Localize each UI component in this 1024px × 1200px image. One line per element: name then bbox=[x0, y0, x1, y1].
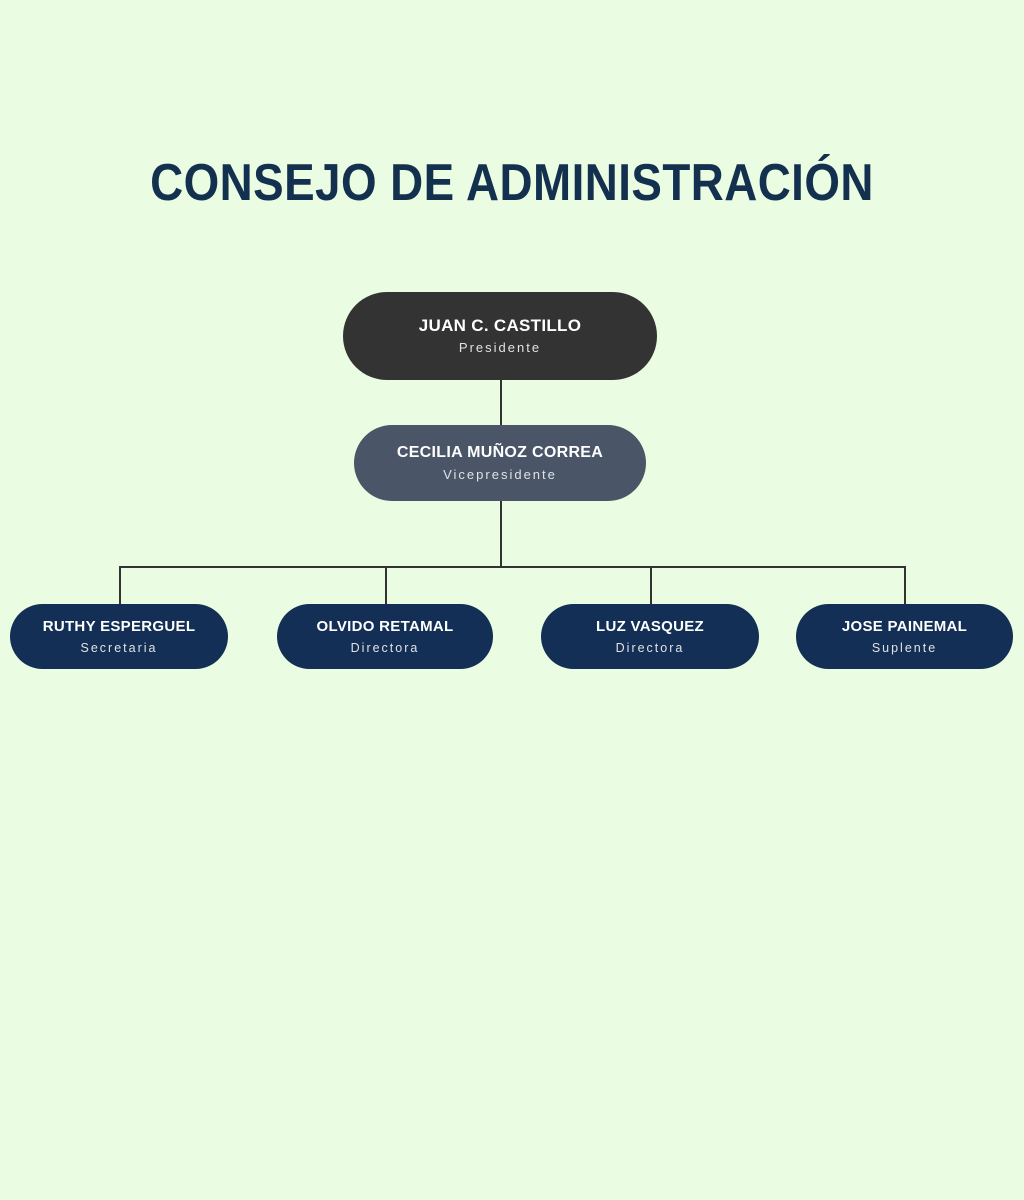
org-node-name: RUTHY ESPERGUEL bbox=[42, 617, 196, 635]
org-node-name: CECILIA MUÑOZ CORREA bbox=[396, 443, 604, 461]
org-node-role: Secretaria bbox=[80, 640, 158, 655]
org-node-role: Directora bbox=[350, 640, 420, 655]
connector-drop-member-3 bbox=[904, 566, 906, 606]
org-node-member-secretaria[interactable]: RUTHY ESPERGUEL Secretaria bbox=[10, 604, 228, 669]
org-node-role: Vicepresidente bbox=[443, 466, 557, 482]
connector-drop-member-0 bbox=[119, 566, 121, 606]
connector-horizontal-bus bbox=[119, 566, 906, 568]
org-node-role: Directora bbox=[615, 640, 685, 655]
connector-president-to-vicepresident bbox=[500, 380, 502, 425]
org-node-member-directora-1[interactable]: OLVIDO RETAMAL Directora bbox=[277, 604, 493, 669]
org-node-name: LUZ VASQUEZ bbox=[595, 617, 705, 635]
org-node-president[interactable]: JUAN C. CASTILLO Presidente bbox=[343, 292, 657, 380]
org-node-name: JUAN C. CASTILLO bbox=[418, 315, 582, 335]
connector-drop-member-1 bbox=[385, 566, 387, 606]
org-node-role: Presidente bbox=[458, 339, 542, 355]
org-node-vicepresident[interactable]: CECILIA MUÑOZ CORREA Vicepresidente bbox=[354, 425, 646, 501]
connector-vicepresident-to-bus bbox=[500, 501, 502, 567]
page-title: CONSEJO DE ADMINISTRACIÓN bbox=[150, 154, 874, 212]
org-node-member-suplente[interactable]: JOSE PAINEMAL Suplente bbox=[796, 604, 1013, 669]
org-node-name: OLVIDO RETAMAL bbox=[316, 617, 454, 635]
org-node-role: Suplente bbox=[871, 640, 938, 655]
org-node-member-directora-2[interactable]: LUZ VASQUEZ Directora bbox=[541, 604, 759, 669]
org-node-name: JOSE PAINEMAL bbox=[841, 617, 968, 635]
connector-drop-member-2 bbox=[650, 566, 652, 606]
